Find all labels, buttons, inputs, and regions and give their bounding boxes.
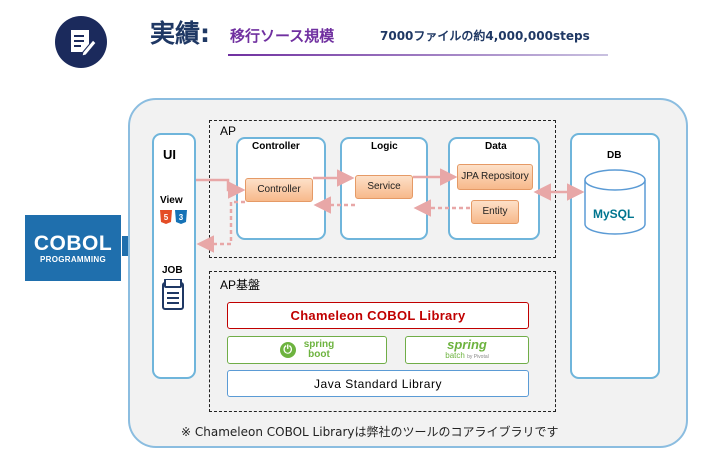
title-underline — [228, 54, 608, 56]
css3-badge: 3 — [179, 213, 184, 222]
css3-icon: 3 — [175, 210, 187, 224]
job-script-icon — [161, 278, 187, 311]
view-label: View — [160, 195, 183, 206]
cobol-logo-line2: PROGRAMMING — [40, 254, 106, 264]
jpa-repository-box: JPA Repository — [457, 164, 533, 190]
java-library-label: Java Standard Library — [314, 376, 442, 391]
ui-panel — [152, 133, 196, 379]
job-label: JOB — [162, 265, 183, 276]
ap-label: AP — [220, 124, 237, 138]
mysql-logo: MySQL — [593, 207, 635, 221]
spring-batch-box: spring batch by Pivotal — [405, 336, 529, 364]
cobol-logo-line1: COBOL — [33, 231, 113, 255]
spring-boot-box: ⏻ spring boot — [227, 336, 387, 364]
cobol-programming-logo: COBOL PROGRAMMING — [25, 215, 121, 281]
spring-boot-label-bottom: boot — [308, 349, 330, 360]
ui-to-controller-arrow — [196, 178, 246, 199]
html5-badge: 5 — [164, 213, 169, 222]
service-box: Service — [355, 175, 413, 199]
page-note: 7000ファイルの約4,000,000steps — [380, 29, 590, 43]
controller-title: Controller — [252, 141, 300, 152]
spring-boot-power-icon: ⏻ — [279, 342, 296, 358]
java-standard-library-box: Java Standard Library — [227, 370, 529, 397]
database-cylinder-icon — [583, 168, 647, 236]
spring-batch-label-bottom: batch — [445, 351, 465, 360]
chameleon-library-box: Chameleon COBOL Library — [227, 302, 529, 329]
data-title: Data — [485, 141, 507, 152]
page-subtitle: 移行ソース規模 — [230, 27, 335, 45]
logic-title: Logic — [371, 141, 398, 152]
spring-boot-label-top: spring — [303, 339, 335, 350]
chameleon-library-label: Chameleon COBOL Library — [290, 308, 466, 323]
ap-base-label: AP基盤 — [220, 278, 261, 292]
ap-base-area — [209, 271, 556, 412]
db-title: DB — [607, 150, 622, 161]
spring-batch-label-top: spring — [447, 337, 487, 352]
footnote: ※ Chameleon COBOL Libraryは弊社のツールのコアライブラリ… — [181, 425, 559, 439]
controller-box: Controller — [245, 178, 313, 202]
controller-to-ui-arrow — [196, 200, 245, 253]
spring-batch-by: by Pivotal — [467, 354, 489, 360]
ui-panel-title: UI — [163, 147, 176, 162]
html5-icon: 5 — [160, 210, 172, 224]
page-title: 実績: — [150, 19, 210, 48]
edit-document-icon — [55, 16, 107, 68]
entity-box: Entity — [471, 200, 519, 224]
